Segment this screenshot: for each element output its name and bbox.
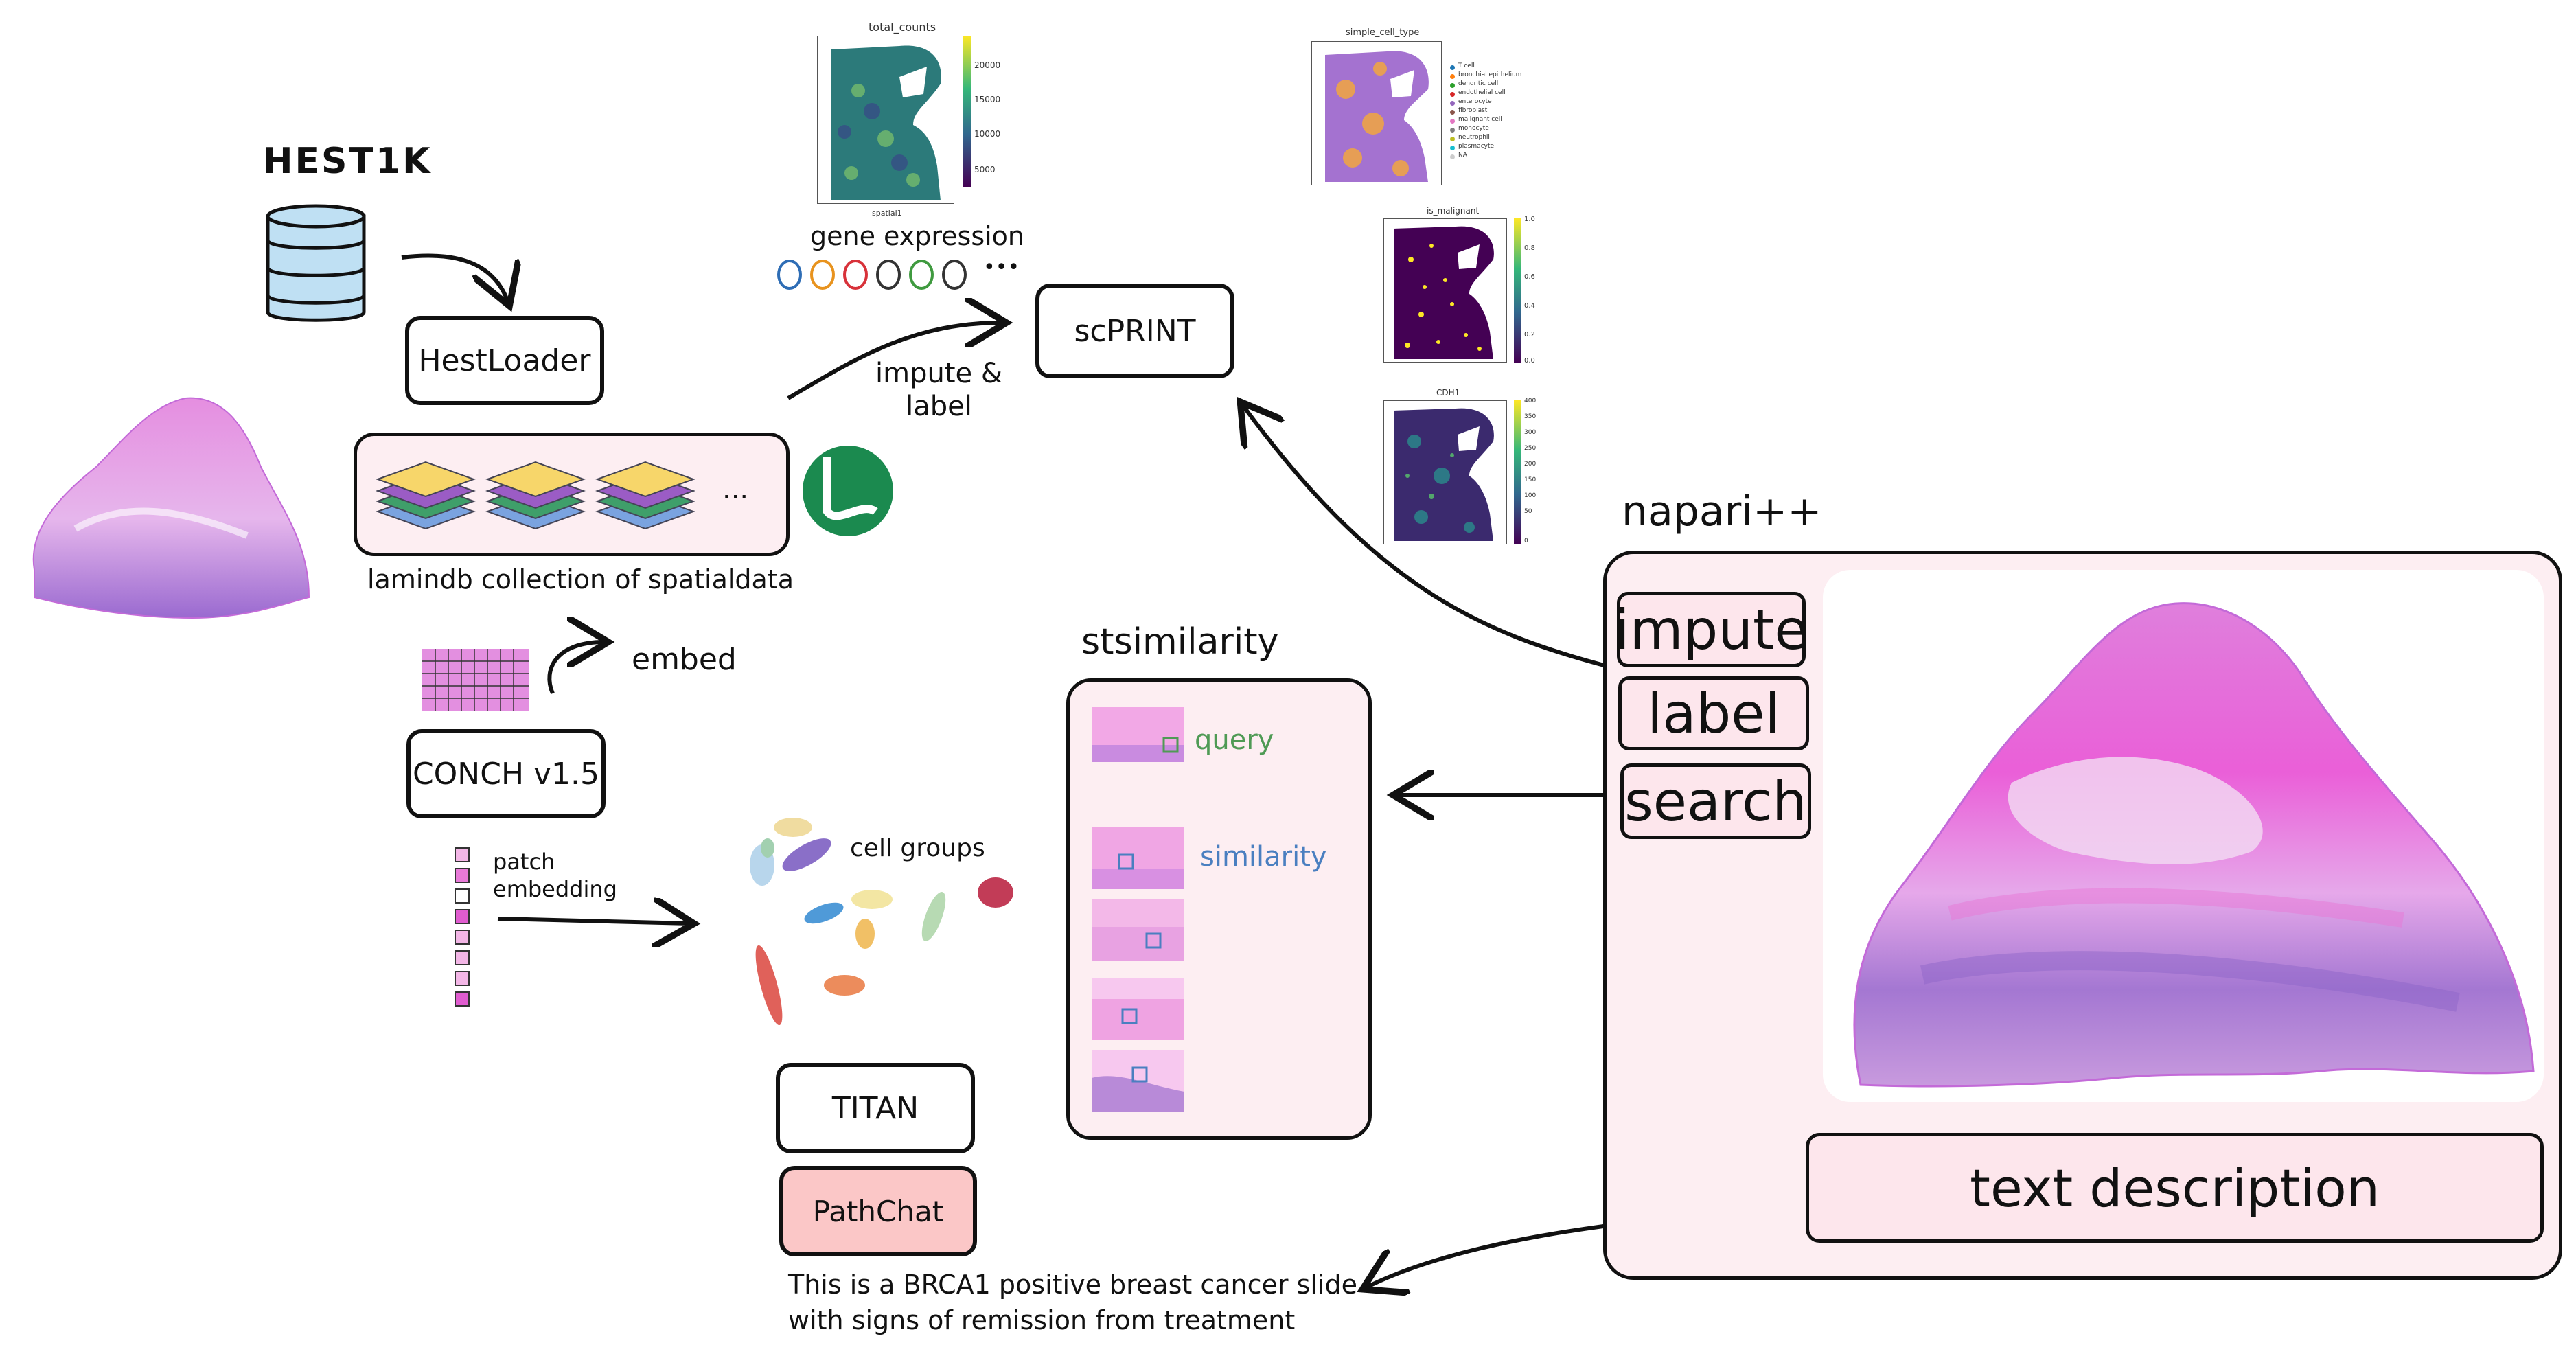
arrow-hest-to-loader (401, 253, 508, 302)
lamindb-ellipsis: ... (722, 474, 749, 505)
embed-label: embed (632, 642, 737, 677)
is-malignant-tick-5: 0.0 (1524, 357, 1535, 365)
stsimilarity-query-patch (1092, 707, 1184, 762)
is-malignant-image (1383, 218, 1507, 363)
is-malignant-plot: is_malignant 1.0 0.8 0.6 0.4 0.2 0.0 (1373, 206, 1545, 378)
titan-label: TITAN (831, 1090, 919, 1126)
is-malignant-tick-2: 0.6 (1524, 273, 1535, 281)
simple-cell-type-title: simple_cell_type (1346, 27, 1420, 38)
impute-label-edge-label: impute & label (875, 358, 1003, 422)
is-malignant-tick-1: 0.8 (1524, 244, 1535, 252)
lamin-logo (803, 446, 893, 536)
stsimilarity-query-label: query (1195, 724, 1274, 756)
stsimilarity-match-3 (1092, 978, 1184, 1040)
database-icon (266, 204, 366, 322)
cdh1-title: CDH1 (1436, 388, 1460, 398)
is-malignant-title: is_malignant (1427, 206, 1480, 216)
cdh1-tick-6: 100 (1524, 492, 1537, 499)
total-counts-xlabel: spatial1 (872, 209, 902, 218)
gene-expression-circles (777, 260, 967, 290)
cell-groups-umap (750, 818, 1013, 1026)
hest1k-title: HEST1K (263, 141, 433, 182)
cdh1-tick-3: 250 (1524, 445, 1537, 452)
cdh1-tick-2: 300 (1524, 429, 1537, 436)
legend-item-1: bronchial epithelium (1458, 71, 1522, 78)
conch-box[interactable]: CONCH v1.5 (406, 729, 606, 818)
legend-item-8: neutrophil (1458, 134, 1490, 141)
legend-item-9: plasmacyte (1458, 143, 1495, 150)
conch-label: CONCH v1.5 (412, 756, 600, 792)
total-counts-title: total_counts (869, 21, 936, 34)
scprint-box[interactable]: scPRINT (1035, 284, 1234, 378)
total-counts-tick-2: 10000 (974, 129, 1001, 139)
legend-item-2: dendritic cell (1458, 80, 1499, 87)
titan-box[interactable]: TITAN (776, 1063, 975, 1153)
hestloader-label: HestLoader (418, 343, 591, 378)
patch-grid-thumbnail (422, 649, 529, 711)
cdh1-tick-0: 400 (1524, 398, 1537, 404)
legend-item-10: NA (1458, 152, 1467, 159)
pathchat-box[interactable]: PathChat (779, 1166, 977, 1256)
stsimilarity-match-2 (1092, 899, 1184, 961)
stsimilarity-match-4 (1092, 1050, 1184, 1112)
total-counts-image (817, 36, 954, 204)
output-text: This is a BRCA1 positive breast cancer s… (788, 1269, 1358, 1335)
gene-expression-label: gene expression (810, 221, 1025, 251)
cdh1-tick-7: 50 (1524, 508, 1532, 515)
search-button[interactable]: search (1620, 763, 1811, 839)
pathchat-label: PathChat (812, 1194, 944, 1228)
stsimilarity-similarity-label: similarity (1200, 841, 1327, 873)
patch-embedding-vector (455, 847, 470, 1007)
arrow-embed-curl (547, 642, 604, 695)
lamindb-caption: lamindb collection of spatialdata (367, 564, 794, 595)
label-button-label: label (1647, 681, 1780, 746)
cdh1-tick-1: 350 (1524, 413, 1537, 420)
total-counts-tick-1: 15000 (974, 95, 1001, 104)
legend-item-3: endothelial cell (1458, 89, 1506, 96)
cdh1-tick-8: 0 (1524, 538, 1528, 544)
is-malignant-tick-0: 1.0 (1524, 216, 1535, 223)
napari-tissue-image (1853, 602, 2535, 1088)
legend-item-4: enterocyte (1458, 98, 1492, 105)
arrow-napari-to-scprint (1243, 405, 1607, 668)
total-counts-tick-0: 20000 (974, 60, 1001, 70)
legend-item-6: malignant cell (1458, 116, 1502, 123)
search-button-label: search (1624, 769, 1807, 834)
legend-item-5: fibroblast (1458, 107, 1488, 114)
scprint-label: scPRINT (1074, 313, 1196, 349)
total-counts-plot: total_counts 20000 15000 10000 5000 spat… (807, 21, 1000, 223)
spatialdata-stack-icons (376, 461, 695, 530)
hestloader-box[interactable]: HestLoader (405, 316, 604, 405)
simple-cell-type-plot: simple_cell_type T cell bronchial epithe… (1298, 27, 1559, 199)
cdh1-tick-4: 200 (1524, 461, 1537, 468)
cdh1-tick-5: 150 (1524, 476, 1537, 483)
gene-expression-ellipsis: ••• (983, 255, 1020, 279)
napari-title: napari++ (1622, 487, 1822, 536)
total-counts-colorbar (963, 36, 971, 187)
is-malignant-tick-4: 0.2 (1524, 331, 1535, 338)
label-button[interactable]: label (1618, 676, 1809, 750)
impute-button[interactable]: impute (1614, 592, 1808, 667)
simple-cell-type-image (1311, 41, 1442, 185)
impute-button-label: impute (1614, 597, 1808, 662)
legend-item-7: monocyte (1458, 125, 1489, 132)
cell-groups-label: cell groups (850, 834, 985, 862)
text-description-box[interactable]: text description (1806, 1133, 2544, 1243)
is-malignant-colorbar (1514, 218, 1521, 363)
arrow-lamindb-to-scprint (787, 323, 1002, 400)
arrow-patch-to-cellgroups (497, 919, 690, 923)
stsimilarity-title: stsimilarity (1081, 621, 1279, 663)
patch-embedding-label: patch embedding (493, 849, 617, 902)
is-malignant-tick-3: 0.4 (1524, 302, 1535, 310)
cdh1-image (1383, 400, 1507, 544)
cdh1-plot: CDH1 400 350 300 250 200 150 100 50 0 (1373, 388, 1545, 560)
tissue-thumbnail-left (32, 397, 310, 619)
total-counts-tick-3: 5000 (974, 165, 996, 174)
text-description-label: text description (1970, 1157, 2380, 1219)
cdh1-colorbar (1514, 400, 1521, 544)
legend-item-0: T cell (1458, 62, 1475, 69)
stsimilarity-match-1 (1092, 827, 1184, 889)
